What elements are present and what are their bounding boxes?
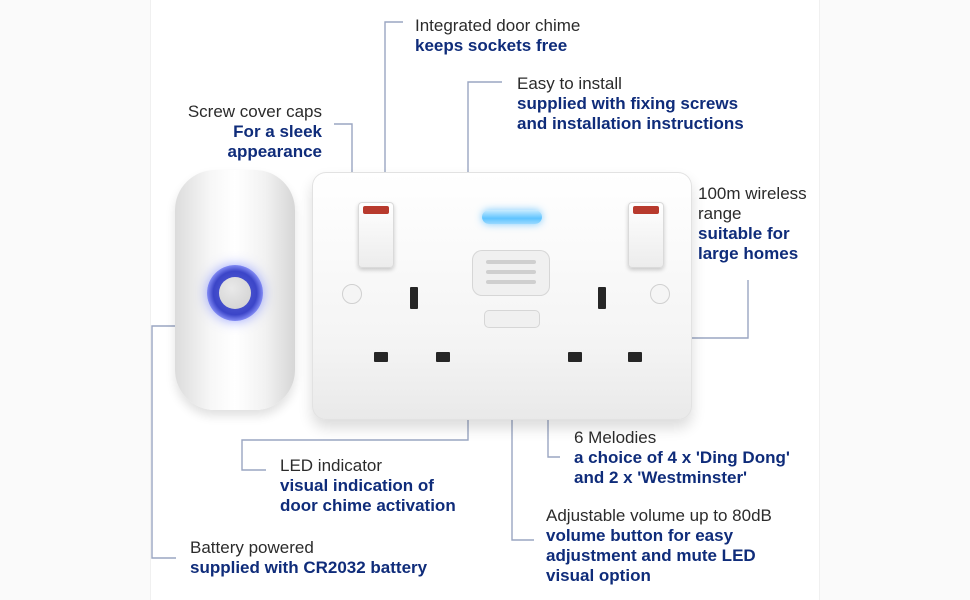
callout-install: Easy to install supplied with fixing scr…	[517, 74, 744, 134]
volume-button	[484, 310, 540, 328]
callout-door-chime: Integrated door chime keeps sockets free	[415, 16, 580, 56]
callout-detail: door chime activation	[280, 496, 456, 515]
callout-detail: visual indication of	[280, 476, 434, 495]
callout-detail: suitable for	[698, 224, 790, 243]
callout-heading: 6 Melodies	[574, 428, 657, 447]
callout-detail: appearance	[227, 142, 323, 161]
switch-indicator	[633, 206, 659, 214]
leader-door-chime	[384, 21, 403, 188]
bell-button-cap	[219, 277, 251, 309]
callout-heading: Adjustable volume up to 80dB	[546, 506, 772, 525]
callout-heading: Battery powered	[190, 538, 314, 557]
pin-slot	[568, 352, 582, 362]
callout-detail: adjustment and mute LED	[546, 546, 756, 565]
chime-speaker-grille	[472, 250, 550, 296]
callout-detail: visual option	[546, 566, 651, 585]
switch-indicator	[363, 206, 389, 214]
callout-melodies: 6 Melodies a choice of 4 x 'Ding Dong' a…	[574, 428, 790, 488]
left-socket-switch	[358, 202, 394, 268]
callout-wireless: 100m wireless range suitable for large h…	[698, 184, 807, 264]
callout-led: LED indicator visual indication of door …	[280, 456, 456, 516]
pin-slot	[436, 352, 450, 362]
callout-detail: and installation instructions	[517, 114, 744, 133]
pin-slot	[374, 352, 388, 362]
callout-battery: Battery powered supplied with CR2032 bat…	[190, 538, 427, 578]
pin-slot	[628, 352, 642, 362]
right-screw-cover-cap	[650, 284, 670, 304]
callout-heading: range	[698, 204, 742, 223]
left-screw-cover-cap	[342, 284, 362, 304]
left-margin-panel	[0, 0, 151, 600]
callout-screw-caps: Screw cover caps For a sleek appearance	[160, 102, 322, 162]
callout-detail: supplied with fixing screws	[517, 94, 739, 113]
callout-heading: Screw cover caps	[187, 102, 322, 121]
callout-heading: Easy to install	[517, 74, 622, 93]
callout-detail: keeps sockets free	[415, 36, 568, 55]
earth-pin-slot	[410, 287, 418, 309]
callout-detail: volume button for easy	[546, 526, 734, 545]
earth-pin-slot	[598, 287, 606, 309]
callout-heading: Integrated door chime	[415, 16, 581, 35]
led-indicator	[482, 210, 542, 224]
right-margin-panel	[819, 0, 970, 600]
callout-detail: a choice of 4 x 'Ding Dong'	[574, 448, 790, 467]
callout-volume: Adjustable volume up to 80dB volume butt…	[546, 506, 772, 586]
callout-heading: LED indicator	[280, 456, 383, 475]
callout-detail: large homes	[698, 244, 799, 263]
double-socket-chime-unit	[312, 172, 692, 420]
right-socket-switch	[628, 202, 664, 268]
callout-detail: For a sleek	[233, 122, 322, 141]
callout-detail: and 2 x 'Westminster'	[574, 468, 748, 487]
wireless-push-button	[175, 170, 295, 410]
callout-detail: supplied with CR2032 battery	[190, 558, 428, 577]
callout-heading: 100m wireless	[698, 184, 807, 203]
